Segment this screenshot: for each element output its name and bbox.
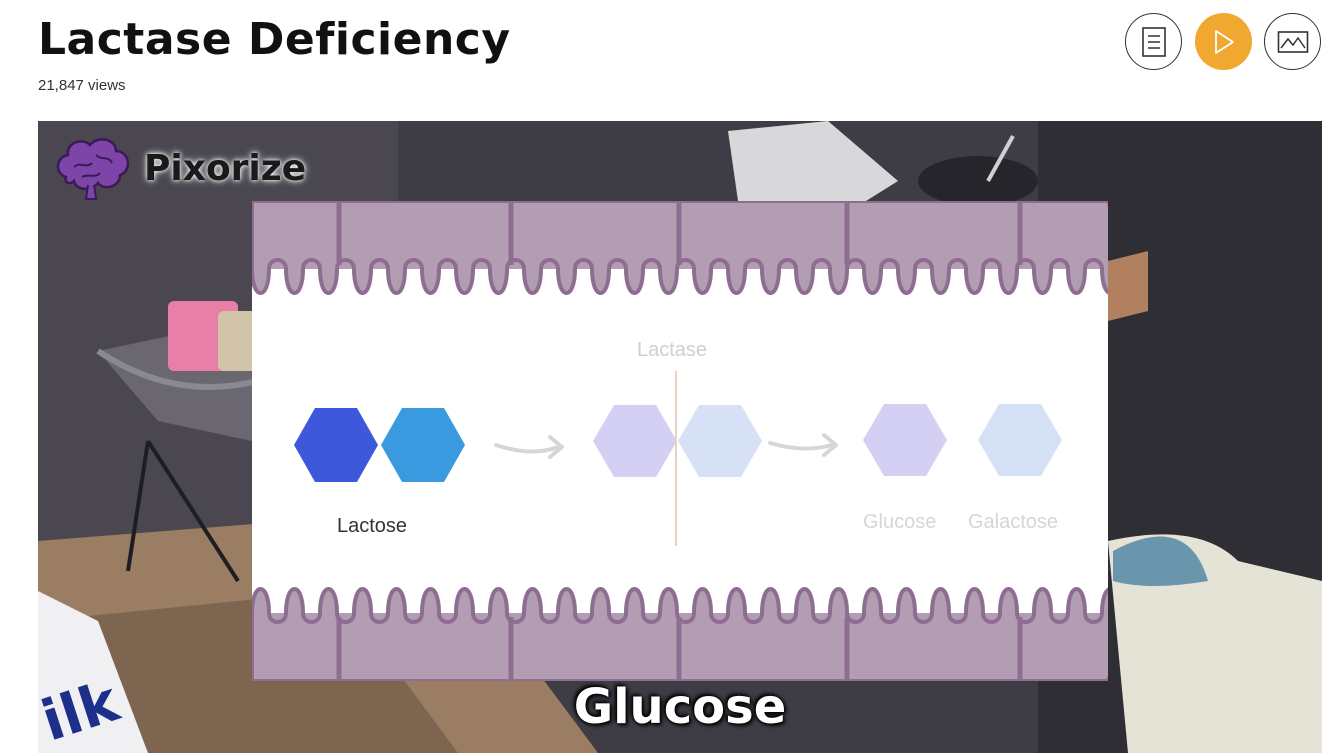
glucose-label: Glucose (863, 511, 936, 534)
video-caption: Glucose (38, 679, 1322, 735)
lactase-label: Lactase (637, 339, 707, 362)
galactose-label: Galactose (968, 511, 1058, 534)
play-icon (1212, 29, 1236, 55)
image-icon (1277, 30, 1309, 54)
play-button[interactable] (1195, 13, 1252, 70)
notes-icon (1141, 26, 1167, 58)
diagram-slide: Lactase Lactose Glucose Galactose (252, 201, 1108, 681)
brain-icon (52, 133, 134, 203)
notes-button[interactable] (1125, 13, 1182, 70)
intestine-diagram (252, 201, 1108, 681)
video-player[interactable]: ilk Pixorize (38, 121, 1322, 753)
pixorize-logo: Pixorize (52, 133, 306, 203)
logo-text: Pixorize (144, 148, 306, 189)
view-count: 21,847 views (38, 77, 126, 94)
lactose-label: Lactose (337, 515, 407, 538)
image-button[interactable] (1264, 13, 1321, 70)
page-title: Lactase Deficiency (38, 14, 511, 65)
